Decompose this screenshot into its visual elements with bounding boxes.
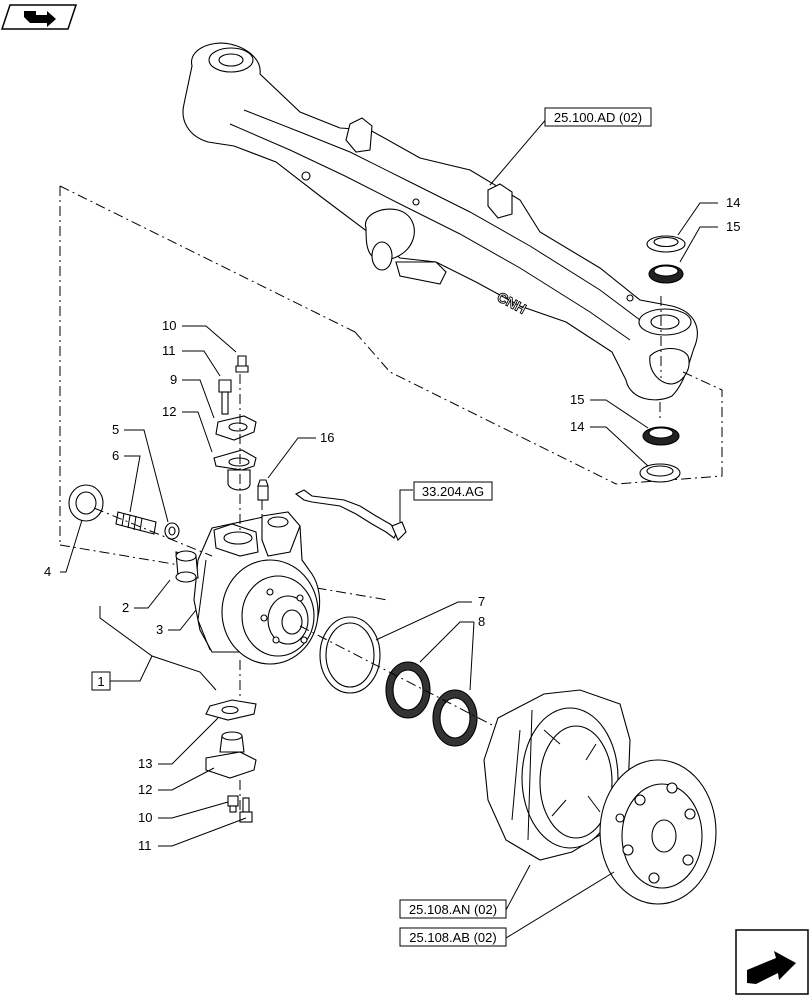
svg-text:25.100.AD (02): 25.100.AD (02) [554,110,642,125]
callout-8: 8 [478,614,485,629]
callout-13: 13 [138,756,152,771]
ref-assembly-1: 1 [91,671,111,691]
svg-text:33.204.AG: 33.204.AG [422,484,484,499]
callout-9: 9 [170,372,177,387]
callout-3: 3 [156,622,163,637]
grease-nipple-16 [257,479,269,501]
hose-fitting [294,489,407,541]
callout-15-top: 15 [726,219,740,234]
axis-line [93,507,213,557]
axle-housing: CNH [182,42,698,401]
shim-plate-top [215,415,257,441]
callout-12-top: 12 [162,404,176,419]
callout-14-bottom: 14 [570,419,584,434]
wheel-hub [483,689,631,861]
bearing-8-inner [385,661,431,719]
grease-nipple-top [235,355,249,373]
bearing-cone-bottom [642,426,680,446]
assembly-envelope-line [354,331,617,485]
king-pin-top [213,449,257,491]
callout-6: 6 [112,448,119,463]
callout-10-top: 10 [162,318,176,333]
bearing-cup-bottom [639,463,681,483]
shim-plate-bottom [205,699,257,721]
steering-knuckle [193,511,321,665]
svg-text:1: 1 [97,674,104,689]
callout-2: 2 [122,600,129,615]
callout-12-bottom: 12 [138,782,152,797]
callout-labels: 14 15 15 14 10 11 9 12 16 5 6 4 2 3 7 8 … [44,195,740,853]
nut-5 [164,522,180,540]
assembly-bracket [110,655,153,682]
callout-10-bottom: 10 [138,810,152,825]
callout-14-top: 14 [726,195,740,210]
callout-7: 7 [478,594,485,609]
ref-hub[interactable]: 25.108.AN (02) [399,899,507,919]
bearing-cup-top [646,235,686,253]
callout-15-bottom: 15 [570,392,584,407]
bushing-2 [175,550,199,583]
king-pin-bottom [205,731,257,779]
seal-4 [68,484,104,522]
bolt-6 [115,511,157,535]
go-to-index-arrow-icon[interactable] [0,4,78,30]
svg-text:25.108.AB (02): 25.108.AB (02) [409,930,496,945]
callout-4: 4 [44,564,51,579]
brake-disc [599,759,717,905]
bolt-bottom [239,797,253,823]
bearing-8-outer [432,689,478,747]
callout-5: 5 [112,422,119,437]
callout-16: 16 [320,430,334,445]
next-page-arrow-icon[interactable] [735,929,809,995]
ref-disc[interactable]: 25.108.AB (02) [399,927,507,947]
callout-11-bottom: 11 [138,838,152,853]
bearing-cone-top [648,264,684,284]
seal-7 [319,616,381,694]
svg-text:25.108.AN (02): 25.108.AN (02) [409,902,497,917]
callout-11-top: 11 [162,343,176,358]
ref-axle-housing[interactable]: 25.100.AD (02) [544,107,652,127]
bolt-top [218,379,232,415]
grease-nipple-bottom [227,795,239,813]
ref-hose[interactable]: 33.204.AG [413,481,493,501]
assembly-envelope-line [59,185,356,333]
